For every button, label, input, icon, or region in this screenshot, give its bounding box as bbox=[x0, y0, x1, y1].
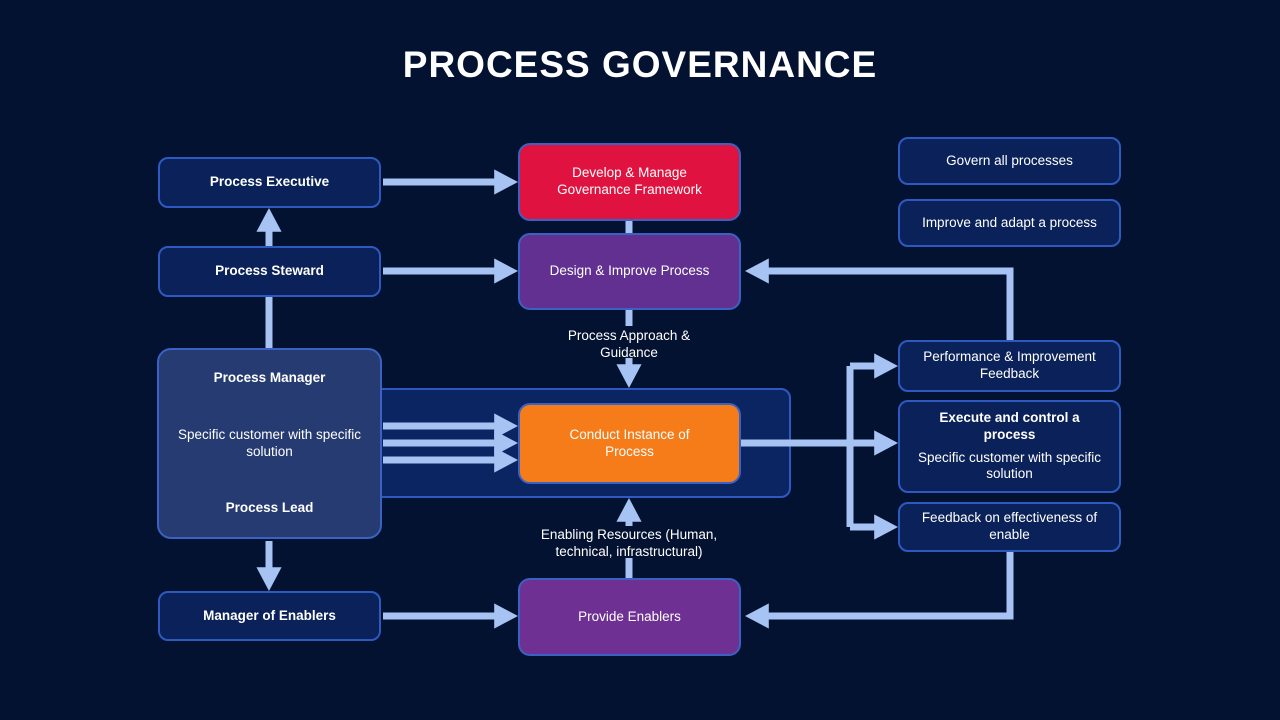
page-title: PROCESS GOVERNANCE bbox=[402, 44, 878, 85]
process-manager-title: Process Manager bbox=[213, 370, 326, 385]
node-improve-adapt-process: Improve and adapt a process bbox=[898, 199, 1121, 247]
process-lead-label: Process Lead bbox=[225, 500, 314, 516]
node-feedback-effectiveness: Feedback on effectiveness of enable bbox=[898, 502, 1121, 552]
node-label: Provide Enablers bbox=[578, 608, 681, 624]
node-label: Process Executive bbox=[209, 174, 330, 190]
label-process-approach: Process Approach & Guidance bbox=[567, 328, 691, 360]
execute-control-subtitle: Specific customer with specific solution bbox=[917, 449, 1102, 482]
label-enabling-resources: Enabling Resources (Human, technical, in… bbox=[540, 527, 718, 559]
node-label: Feedback on effectiveness of enable bbox=[921, 510, 1098, 542]
node-execute-control-process: Execute and control a process Specific c… bbox=[898, 400, 1121, 493]
node-performance-feedback: Performance & Improvement Feedback bbox=[898, 340, 1121, 392]
node-process-executive: Process Executive bbox=[158, 157, 381, 208]
node-conduct-instance: Conduct Instance of Process bbox=[518, 403, 741, 484]
node-design-improve-process: Design & Improve Process bbox=[518, 233, 741, 310]
node-label: Govern all processes bbox=[946, 152, 1073, 168]
execute-control-title: Execute and control a process bbox=[939, 409, 1080, 442]
node-process-steward: Process Steward bbox=[158, 246, 381, 297]
node-provide-enablers: Provide Enablers bbox=[518, 578, 741, 656]
arrow-performance-to-design bbox=[745, 258, 1014, 340]
node-label: Manager of Enablers bbox=[203, 607, 336, 623]
node-label: Develop & Manage Governance Framework bbox=[557, 165, 702, 197]
process-manager-middle: Specific customer with specific solution bbox=[177, 426, 362, 459]
node-govern-all-processes: Govern all processes bbox=[898, 137, 1121, 185]
node-manager-of-enablers: Manager of Enablers bbox=[158, 591, 381, 641]
node-label: Conduct Instance of Process bbox=[569, 426, 690, 459]
node-label: Design & Improve Process bbox=[549, 263, 710, 279]
node-process-manager: Process Manager Specific customer with s… bbox=[157, 348, 382, 539]
node-develop-manage-framework: Develop & Manage Governance Framework bbox=[518, 143, 741, 221]
arrow-feedback-to-provide bbox=[745, 552, 1014, 629]
node-label: Performance & Improvement Feedback bbox=[923, 349, 1096, 381]
node-label: Improve and adapt a process bbox=[922, 214, 1097, 230]
node-label: Process Steward bbox=[215, 263, 324, 279]
